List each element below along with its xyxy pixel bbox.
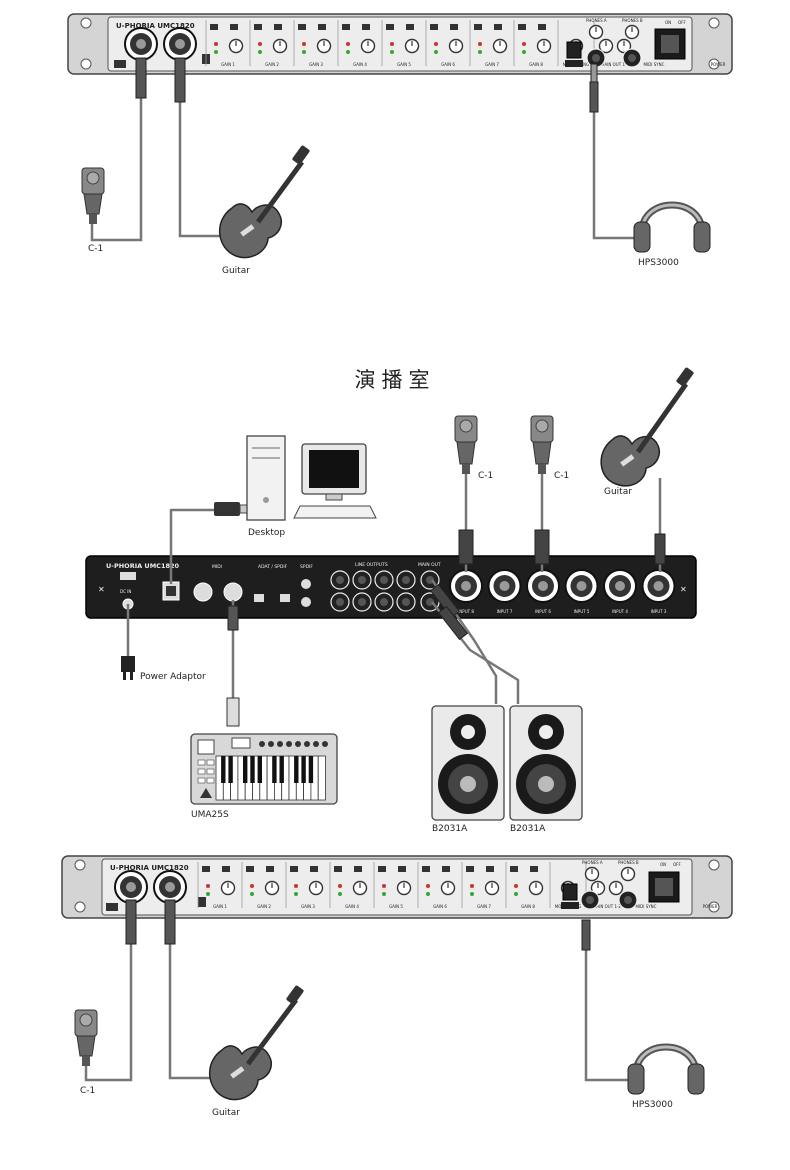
bottom-mic-label: C-1 [80, 1086, 96, 1096]
channel-label: GAIN 5 [389, 904, 403, 909]
keyboard-illustration [190, 733, 338, 805]
computer-label: Desktop [248, 528, 286, 538]
channel-label: GAIN 8 [521, 904, 535, 909]
top-brand: U-PHORIA UMC1820 [116, 22, 195, 30]
monitor-speaker-left [431, 705, 505, 821]
top-mic-illustration [81, 167, 105, 224]
svg-text:PHONES B: PHONES B [622, 18, 643, 23]
channel-label: GAIN 3 [309, 62, 323, 67]
svg-text:LINE OUTPUTS: LINE OUTPUTS [355, 562, 388, 568]
svg-text:PHONES A: PHONES A [582, 860, 603, 865]
monitor-right-label: B2031A [510, 824, 546, 834]
top-headphones-illustration [633, 201, 711, 253]
svg-text:POWER: POWER [711, 62, 726, 67]
channel-label: GAIN 3 [301, 904, 315, 909]
rear-brand: U-PHORIA UMC1820 [106, 562, 180, 570]
channel-label: GAIN 7 [485, 62, 499, 67]
top-interface: U-PHORIA UMC1820 GAIN 1 GAIN 2 GAIN 3 GAIN … [67, 13, 733, 75]
middle-mic-a [454, 415, 478, 474]
middle-rear-panel: U-PHORIA UMC1820 ✕ ✕ DC IN MIDI ADAT / S… [85, 555, 697, 619]
svg-text:MIDI SYNC: MIDI SYNC [636, 904, 657, 909]
top-mic-label: C-1 [88, 244, 104, 254]
middle-guitar-label: Guitar [604, 487, 632, 497]
monitor-speaker-right [509, 705, 583, 821]
middle-mic-b [530, 415, 554, 474]
input-label: INPUT 6 [535, 609, 551, 614]
svg-text:MAIN OUT 1-2: MAIN OUT 1-2 [593, 904, 621, 909]
channel-label: GAIN 4 [345, 904, 359, 909]
svg-text:DC IN: DC IN [120, 589, 131, 594]
bottom-brand: U-PHORIA UMC1820 [110, 864, 189, 872]
svg-text:ON: ON [665, 20, 671, 25]
svg-text:OFF: OFF [678, 20, 686, 25]
svg-text:✕: ✕ [680, 585, 687, 594]
bottom-mic-illustration [74, 1009, 98, 1066]
channel-label: GAIN 2 [257, 904, 271, 909]
channel-label: GAIN 7 [477, 904, 491, 909]
bottom-headphones-illustration [627, 1043, 705, 1095]
computer-illustration [246, 435, 377, 521]
middle-guitar-illustration [600, 367, 694, 487]
channel-label: GAIN 2 [265, 62, 279, 67]
input-label: INPUT 7 [497, 609, 513, 614]
top-headphones-label: HPS3000 [638, 258, 679, 268]
channel-label: GAIN 4 [353, 62, 367, 67]
bottom-headphones-label: HPS3000 [632, 1100, 673, 1110]
top-cables [90, 57, 636, 242]
channel-label: GAIN 6 [441, 62, 455, 67]
input-label: INPUT 8 [458, 609, 474, 614]
svg-text:OFF: OFF [673, 862, 681, 867]
mic-b-label: C-1 [554, 471, 570, 481]
top-guitar-illustration [218, 145, 310, 259]
bottom-cables [84, 899, 630, 1082]
channel-label: GAIN 8 [529, 62, 543, 67]
svg-text:POWER: POWER [703, 904, 718, 909]
bottom-guitar-label: Guitar [212, 1108, 240, 1118]
svg-text:MAIN OUT: MAIN OUT [418, 562, 441, 568]
svg-text:✕: ✕ [98, 585, 105, 594]
channel-label: GAIN 1 [221, 62, 235, 67]
top-guitar-label: Guitar [222, 266, 250, 276]
channel-label: GAIN 1 [213, 904, 227, 909]
input-label: INPUT 3 [651, 609, 667, 614]
svg-text:MIDI SYNC: MIDI SYNC [644, 62, 665, 67]
bottom-interface: U-PHORIA UMC1820 GAIN 1 GAIN 2 GAIN 3 GAIN … [61, 855, 733, 919]
svg-text:MIDI: MIDI [212, 564, 222, 570]
svg-text:SPDIF: SPDIF [300, 564, 313, 570]
svg-text:MAIN OUT 1-2: MAIN OUT 1-2 [601, 62, 629, 67]
studio-title: 演播室 [354, 368, 436, 392]
input-label: INPUT 5 [574, 609, 590, 614]
keyboard-label: UMA25S [191, 810, 229, 820]
power-adaptor-label: Power Adaptor [140, 672, 206, 682]
channel-label: GAIN 6 [433, 904, 447, 909]
channel-label: GAIN 5 [397, 62, 411, 67]
svg-text:PHONES B: PHONES B [618, 860, 639, 865]
bottom-guitar-illustration [208, 985, 304, 1101]
monitor-left-label: B2031A [432, 824, 468, 834]
mic-a-label: C-1 [478, 471, 494, 481]
svg-text:ADAT / SPDIF: ADAT / SPDIF [258, 564, 288, 570]
input-label: INPUT 4 [612, 609, 628, 614]
middle-cables [121, 474, 666, 727]
svg-text:ON: ON [660, 862, 666, 867]
svg-text:PHONES A: PHONES A [586, 18, 607, 23]
